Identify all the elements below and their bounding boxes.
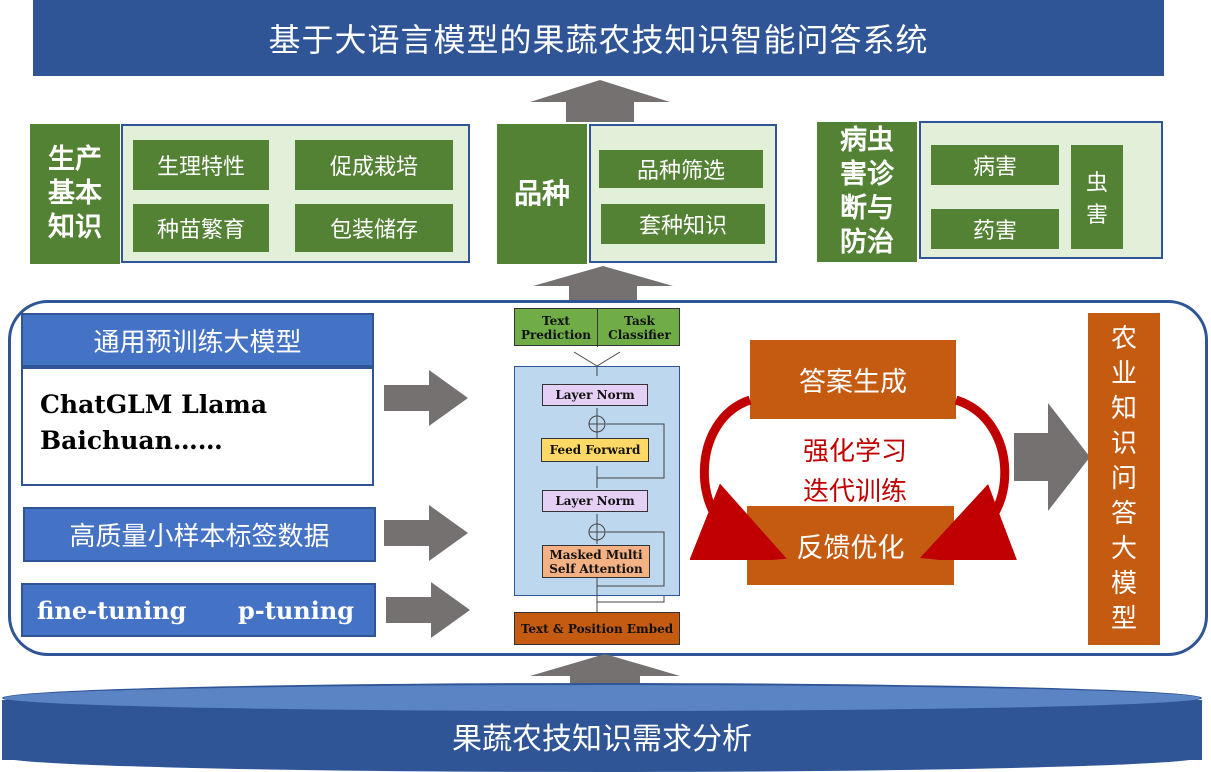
output-heads: Text Prediction Task Classifier <box>514 308 681 347</box>
item-char: 虫 <box>1085 171 1108 196</box>
rl-label-line1: 强化学习 <box>802 436 907 467</box>
pest-box: 病害 药害 虫 害 <box>919 121 1163 259</box>
knowledge-item: 病害 <box>931 145 1059 185</box>
masked-self-attention: Masked Multi Self Attention <box>542 545 650 578</box>
head-line: Classifier <box>608 328 671 342</box>
agri-qa-model-box: 农 业 知 识 问 答 大 模 型 <box>1088 313 1160 645</box>
label-line: 断与 <box>840 193 894 224</box>
label-line: 基本 <box>48 178 102 209</box>
right-arrow <box>384 505 468 561</box>
base-cylinder-top <box>2 683 1202 713</box>
knowledge-item: 种苗繁育 <box>133 204 269 252</box>
model-char: 模 <box>1110 568 1137 599</box>
pretrained-model-title: 通用预训练大模型 <box>21 313 374 367</box>
head-line: Task <box>624 314 655 328</box>
production-knowledge-label: 生产 基本 知识 <box>30 124 120 264</box>
pretrained-model-list: ChatGLM Llama Baichuan…… <box>21 367 374 486</box>
model-char: 问 <box>1110 463 1137 494</box>
model-char: 大 <box>1110 533 1137 564</box>
right-arrow <box>386 582 470 638</box>
knowledge-item: 包装储存 <box>295 204 453 252</box>
model-char: 型 <box>1110 603 1137 634</box>
head-line: Prediction <box>520 328 592 342</box>
head-line: Text <box>542 314 570 328</box>
label-text: 品种 <box>513 177 570 210</box>
pest-diagnosis-label: 病虫 害诊 断与 防治 <box>817 122 917 262</box>
attention-line: Masked Multi <box>549 547 643 562</box>
layer-norm-top: Layer Norm <box>542 384 648 406</box>
model-char: 农 <box>1110 323 1137 354</box>
label-line: 防治 <box>840 227 894 258</box>
feed-forward: Feed Forward <box>541 438 649 462</box>
text-position-embed: Text & Position Embed <box>514 612 680 645</box>
knowledge-item: 生理特性 <box>133 140 269 190</box>
layer-norm-bottom: Layer Norm <box>542 490 648 512</box>
knowledge-item-insect: 虫 害 <box>1071 145 1123 249</box>
knowledge-item: 促成栽培 <box>295 140 453 190</box>
label-line: 生产 <box>48 144 102 175</box>
reinforcement-loop-arrows <box>690 395 1020 560</box>
small-sample-data-label: 高质量小样本标签数据 <box>23 507 376 562</box>
right-arrow <box>384 370 468 426</box>
up-arrow-middle <box>533 266 673 302</box>
production-knowledge-box: 生理特性 促成栽培 种苗繁育 包装储存 <box>121 124 470 263</box>
knowledge-item: 药害 <box>931 209 1059 249</box>
text-prediction-head: Text Prediction <box>515 309 598 347</box>
item-char: 害 <box>1085 203 1108 228</box>
answer-generation-box: 答案生成 <box>750 340 956 419</box>
page-title: 基于大语言模型的果蔬农技知识智能问答系统 <box>33 0 1164 76</box>
tuning-methods: fine-tuning p-tuning <box>21 583 376 637</box>
model-char: 答 <box>1110 498 1137 529</box>
model-char: 知 <box>1110 393 1137 424</box>
label-line: 知识 <box>48 212 102 243</box>
variety-label: 品种 <box>497 124 587 264</box>
demand-analysis-label: 果蔬农技知识需求分析 <box>452 722 752 757</box>
model-char: 识 <box>1110 428 1137 459</box>
task-classifier-head: Task Classifier <box>598 309 681 347</box>
fine-tuning-label: fine-tuning <box>37 596 187 625</box>
up-arrow-bottom <box>530 654 680 686</box>
knowledge-item: 套种知识 <box>601 204 765 244</box>
model-names-line: Baichuan…… <box>40 426 223 455</box>
model-char: 业 <box>1110 358 1137 389</box>
label-line: 病虫 <box>840 125 894 156</box>
knowledge-item: 品种筛选 <box>599 150 763 188</box>
up-arrow-top <box>530 80 670 122</box>
right-arrow-large <box>1014 403 1090 511</box>
p-tuning-label: p-tuning <box>238 596 355 625</box>
variety-box: 品种筛选 套种知识 <box>589 124 777 263</box>
attention-line: Self Attention <box>549 561 643 576</box>
label-line: 害诊 <box>840 159 894 190</box>
transformer-inner-lines <box>588 366 665 610</box>
model-names-line: ChatGLM Llama <box>40 390 268 419</box>
rl-label-line2: 迭代训练 <box>802 476 907 507</box>
